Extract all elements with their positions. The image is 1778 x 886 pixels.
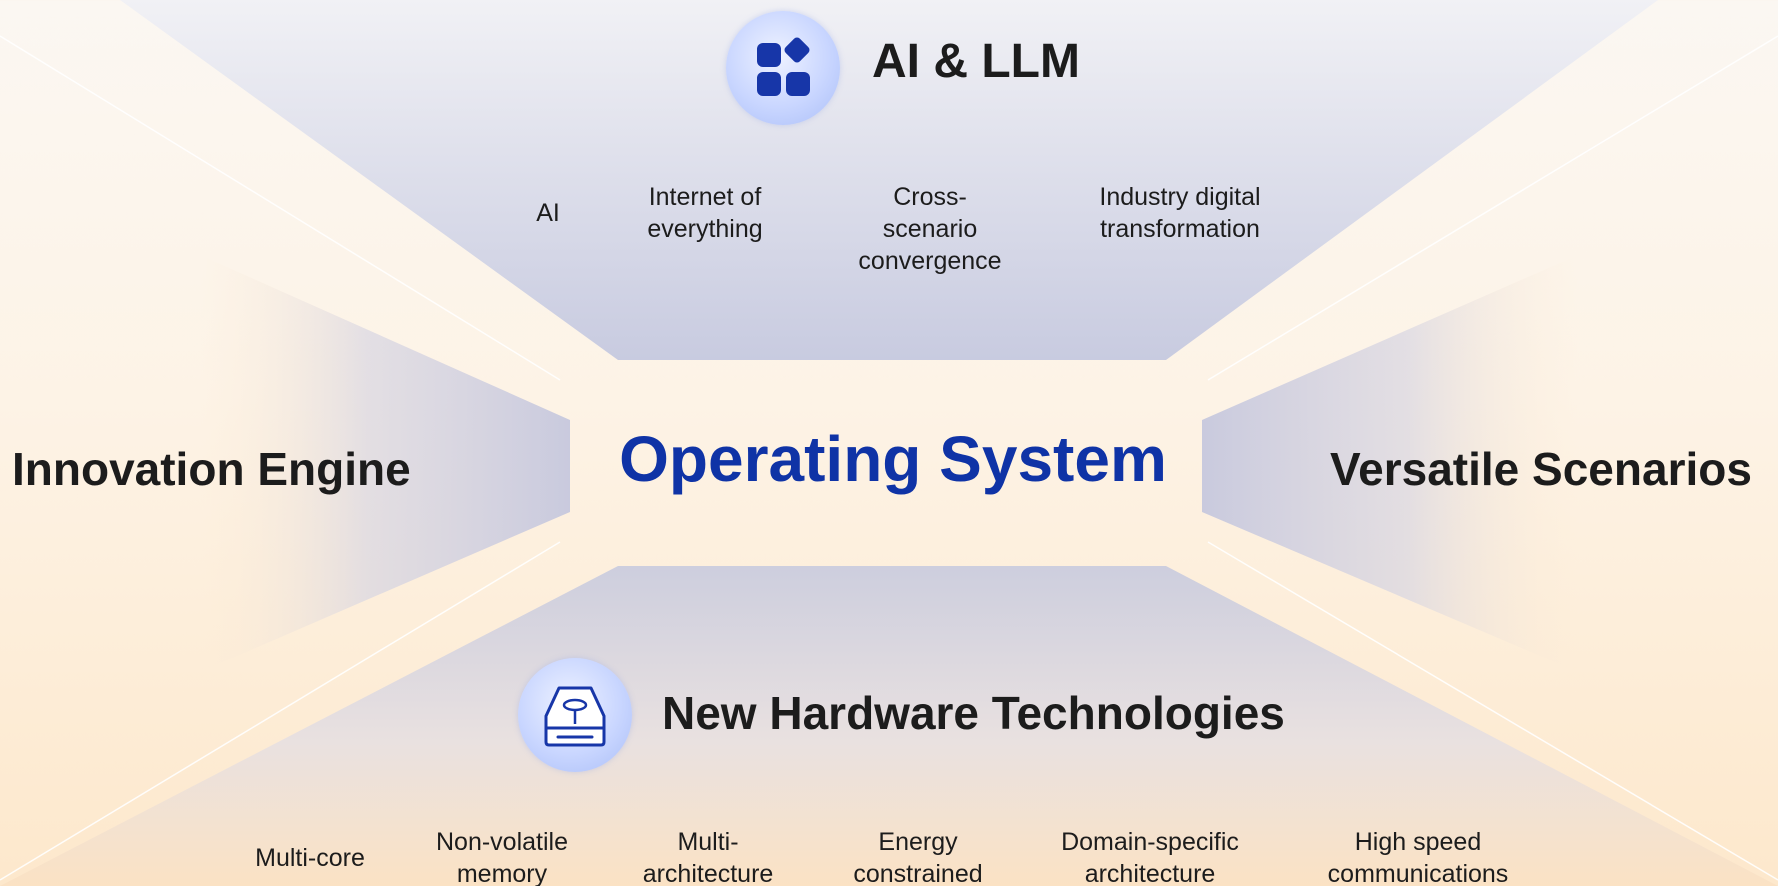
right-panel xyxy=(1202,255,1578,672)
center-title: Operating System xyxy=(619,423,1167,495)
top-panel xyxy=(120,0,1658,360)
bottom-section-title: New Hardware Technologies xyxy=(662,687,1285,739)
left-panel xyxy=(200,255,570,672)
hard-drive-icon xyxy=(518,658,632,772)
top-item-1: AI xyxy=(536,199,560,227)
bottom-item-6: High speed communications xyxy=(1327,828,1509,886)
top-section-title: AI & LLM xyxy=(872,35,1080,88)
right-section-title: Versatile Scenarios xyxy=(1330,443,1752,495)
decorative-lines xyxy=(0,35,1778,881)
bottom-item-2: Non-volatile memory xyxy=(435,828,568,886)
bottom-panel xyxy=(0,566,1778,886)
bottom-item-5: Domain-specific architecture xyxy=(1061,828,1239,886)
bottom-item-3: Multi- architecture xyxy=(642,828,774,886)
top-item-4: Industry digital transformation xyxy=(1099,183,1261,243)
top-item-3: Cross-scenario convergence xyxy=(858,183,1002,275)
top-item-2: Internet of everything xyxy=(647,183,763,243)
apps-grid-icon xyxy=(726,11,840,125)
bottom-item-1: Multi-core xyxy=(255,844,365,872)
left-section-title: Innovation Engine xyxy=(12,443,411,495)
bottom-item-4: Energy constrained xyxy=(853,828,983,886)
